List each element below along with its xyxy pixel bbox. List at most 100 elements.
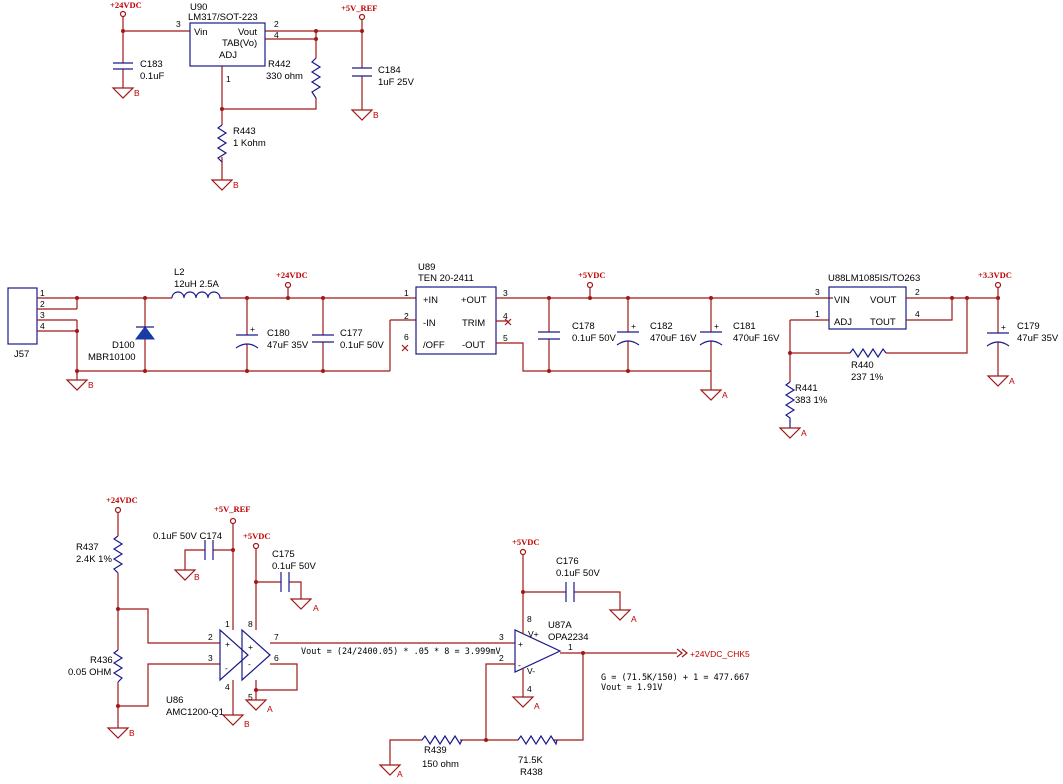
- d100-diode: D100 MBR10100: [88, 298, 155, 371]
- svg-text:AMC1200-Q1: AMC1200-Q1: [166, 707, 224, 718]
- svg-text:R443: R443: [233, 126, 256, 137]
- svg-text:8: 8: [527, 614, 532, 624]
- svg-text:R438: R438: [520, 767, 543, 778]
- u90-pin-vout: Vout: [238, 27, 257, 38]
- svg-text:0.1uF 50V: 0.1uF 50V: [572, 333, 616, 344]
- svg-text:+: +: [225, 639, 230, 649]
- svg-text:+: +: [1001, 322, 1006, 332]
- svg-text:4: 4: [503, 311, 508, 321]
- power-symbol-24vdc-c: +24VDC: [106, 495, 138, 514]
- svg-text:4: 4: [274, 30, 279, 40]
- svg-text:C179: C179: [1017, 321, 1040, 332]
- power-label: +5V_REF: [341, 3, 377, 13]
- svg-text:A: A: [722, 390, 728, 400]
- u89-dcdc-converter: U89 TEN 20-2411 +IN -IN /OFF +OUT TRIM -…: [401, 262, 512, 355]
- power-symbol-5vref-b: +5V_REF: [214, 504, 250, 525]
- svg-text:B: B: [244, 719, 250, 729]
- ground-a-symbol: A: [986, 375, 1015, 387]
- u88-ldo-regulator: U88LM1085IS/TO263 VIN ADJ VOUT TOUT 3 1 …: [815, 273, 920, 330]
- r441-resistor: R441 383 1%: [784, 381, 828, 428]
- svg-text:MBR10100: MBR10100: [88, 352, 136, 363]
- svg-text:C176: C176: [556, 556, 579, 567]
- svg-text:6: 6: [274, 653, 279, 663]
- svg-text:ADJ: ADJ: [834, 317, 852, 328]
- svg-text:237 1%: 237 1%: [851, 372, 884, 383]
- svg-text:U89: U89: [418, 262, 435, 273]
- r439-resistor: R439 150 ohm: [421, 734, 463, 770]
- svg-text:2.4K 1%: 2.4K 1%: [76, 554, 112, 565]
- svg-text:U88LM1085IS/TO263: U88LM1085IS/TO263: [828, 273, 920, 284]
- svg-text:4: 4: [40, 321, 45, 331]
- svg-text:+: +: [250, 324, 255, 334]
- svg-text:B: B: [233, 180, 239, 190]
- net-label-24vdc-chk5: +24VDC_CHK5: [676, 648, 750, 659]
- svg-text:A: A: [267, 704, 273, 714]
- gain-vout: Vout = 1.91V: [601, 683, 662, 693]
- svg-text:A: A: [631, 614, 637, 624]
- svg-text:3: 3: [503, 288, 508, 298]
- ground-a-symbol: A: [244, 699, 273, 714]
- svg-text:-OUT: -OUT: [462, 340, 485, 351]
- u86-isolation-amp: + - + - 2 3 1 4 8 5 7 6 U86 AMC1200-Q1: [166, 619, 279, 718]
- svg-text:1uF 25V: 1uF 25V: [378, 77, 415, 88]
- svg-text:A: A: [313, 603, 319, 613]
- r437-resistor: R437 2.4K 1%: [76, 535, 124, 574]
- c177-capacitor: C177 0.1uF 50V: [312, 298, 384, 371]
- svg-text:47uF 35V: 47uF 35V: [1017, 333, 1059, 344]
- c175-capacitor: C175 0.1uF 50V: [272, 549, 316, 592]
- svg-text:+5VDC: +5VDC: [512, 537, 540, 547]
- svg-text:150 ohm: 150 ohm: [422, 759, 459, 770]
- svg-text:+24VDC_CHK5: +24VDC_CHK5: [690, 649, 750, 659]
- svg-text:OPA2234: OPA2234: [548, 632, 589, 643]
- power-symbol-24vdc-b: +24VDC: [276, 270, 308, 298]
- svg-text:C180: C180: [267, 328, 290, 339]
- svg-text:A: A: [534, 701, 540, 711]
- svg-text:+: +: [714, 321, 719, 331]
- ground-a-symbol: A: [378, 764, 403, 779]
- c179-capacitor: + C179 47uF 35V: [986, 298, 1059, 376]
- svg-text:4: 4: [225, 682, 230, 692]
- svg-text:C181: C181: [733, 321, 756, 332]
- svg-text:8: 8: [248, 619, 253, 629]
- svg-text:470uF 16V: 470uF 16V: [733, 333, 780, 344]
- svg-text:-: -: [518, 660, 521, 670]
- svg-text:0.1uF 50V: 0.1uF 50V: [272, 561, 316, 572]
- svg-text:2: 2: [915, 287, 920, 297]
- svg-text:B: B: [194, 572, 200, 582]
- svg-text:A: A: [1009, 376, 1015, 386]
- svg-text:C175: C175: [272, 549, 295, 560]
- svg-text:B: B: [129, 728, 135, 738]
- u90-regulator: U90 LM317/SOT-223 Vin Vout TAB(Vo) ADJ 3…: [176, 2, 279, 84]
- svg-text:A: A: [397, 769, 403, 779]
- u90-part: LM317/SOT-223: [188, 12, 258, 23]
- svg-text:R441: R441: [795, 383, 818, 394]
- svg-text:-IN: -IN: [423, 318, 436, 329]
- svg-text:C177: C177: [340, 328, 363, 339]
- svg-text:L2: L2: [174, 267, 185, 278]
- svg-text:+: +: [518, 639, 523, 649]
- svg-text:1: 1: [40, 288, 45, 298]
- section-current-sense: +24VDC R437 2.4K 1% R436 0.05 OHM B +5V_…: [68, 495, 750, 779]
- c180-capacitor: + C180 47uF 35V: [235, 298, 309, 371]
- svg-text:C183: C183: [140, 59, 163, 70]
- svg-text:B: B: [88, 380, 94, 390]
- svg-text:+OUT: +OUT: [461, 295, 487, 306]
- u87a-opamp: + - V+ V- 3 2 8 4 1 U87A OPA2234: [499, 614, 589, 694]
- svg-text:VIN: VIN: [834, 295, 850, 306]
- c178-capacitor: C178 0.1uF 50V: [538, 298, 616, 371]
- svg-text:C178: C178: [572, 321, 595, 332]
- r442-resistor: R442 330 ohm: [266, 57, 322, 99]
- svg-text:J57: J57: [14, 349, 29, 360]
- u90-pin-vin: Vin: [194, 27, 208, 38]
- svg-text:47uF 35V: 47uF 35V: [267, 340, 309, 351]
- svg-text:TRIM: TRIM: [462, 318, 485, 329]
- svg-text:3: 3: [815, 287, 820, 297]
- svg-text:3: 3: [40, 310, 45, 320]
- svg-text:-: -: [248, 659, 251, 669]
- u90-ref: U90: [190, 2, 207, 13]
- power-symbol-3v3: +3.3VDC: [978, 270, 1012, 298]
- svg-text:+: +: [248, 642, 253, 652]
- r440-resistor: R440 237 1%: [849, 347, 887, 383]
- svg-text:3: 3: [208, 653, 213, 663]
- c182-capacitor: + C182 470uF 16V: [616, 298, 697, 371]
